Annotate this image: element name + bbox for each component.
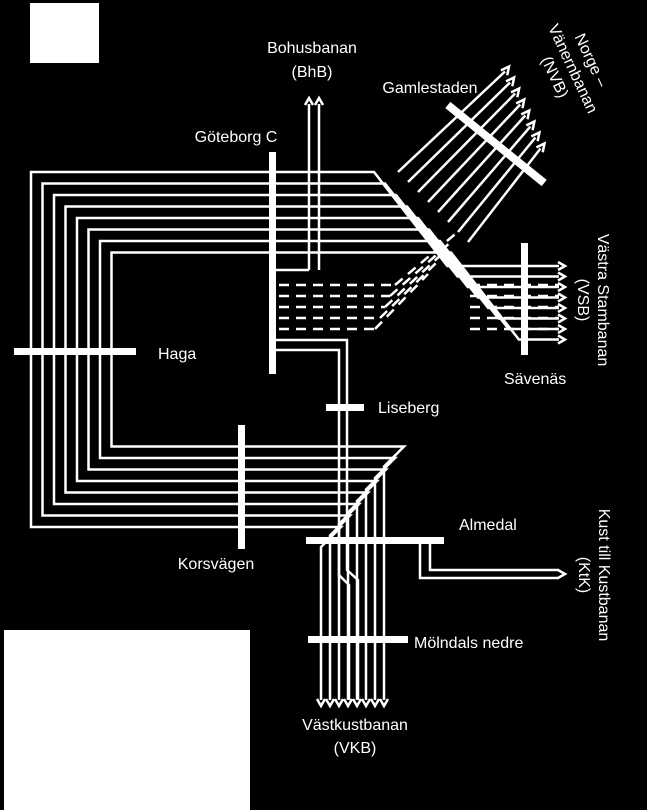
track-to-norge-vanernbanan	[417, 92, 517, 193]
arrow-vastkustbanan	[333, 698, 345, 709]
label-savenas: Sävenäs	[504, 371, 566, 388]
arrow-norge-vanernbanan	[520, 108, 532, 120]
label-bohusbanan-code: (BhB)	[292, 64, 333, 81]
arrow-norge-vanernbanan	[535, 141, 547, 153]
station-bar-savenas	[521, 243, 528, 355]
arrow-vastra-stambanan	[557, 271, 568, 282]
planned-track-segment	[389, 240, 453, 297]
track-liseberg	[276, 338, 360, 700]
track-to-norge-vanernbanan	[397, 70, 506, 173]
bottom-left-white-block	[4, 630, 250, 810]
station-bar-almedal	[306, 537, 444, 544]
arrow-norge-vanernbanan	[500, 64, 511, 76]
track-liseberg	[276, 348, 351, 700]
arrow-norge-vanernbanan	[525, 119, 537, 131]
arrow-vastra-stambanan	[557, 260, 568, 272]
label-goteborg-c: Göteborg C	[195, 129, 278, 146]
station-bar-haga	[14, 348, 136, 355]
arrow-norge-vanernbanan	[515, 97, 526, 109]
arrow-norge-vanernbanan	[530, 130, 542, 142]
label-korsvagen: Korsvägen	[178, 556, 255, 573]
label-vastkustbanan-code: (VKB)	[334, 740, 377, 757]
station-bar-gamlestaden	[445, 101, 547, 187]
arrow-vastkustbanan	[369, 698, 381, 709]
track-to-norge-vanernbanan	[427, 103, 522, 203]
arrow-vastkustbanan	[378, 698, 390, 709]
track-to-norge-vanernbanan	[447, 125, 532, 223]
label-group-vastra-stambanan: Västra Stambanan (VSB)	[574, 234, 611, 367]
planned-track-segments	[279, 229, 559, 331]
station-bar-liseberg	[326, 404, 364, 411]
label-almedal: Almedal	[459, 517, 517, 534]
planned-track-segment	[384, 251, 445, 308]
track-to-kust-till-kustbanan	[418, 540, 559, 580]
arrow-vastra-stambanan	[557, 302, 568, 314]
track-to-kust-till-kustbanan	[428, 540, 559, 572]
track-to-norge-vanernbanan	[437, 114, 527, 213]
label-liseberg: Liseberg	[378, 400, 439, 417]
arrow-norge-vanernbanan	[505, 75, 516, 87]
planned-track-segment	[394, 229, 461, 286]
arrow-vastra-stambanan	[557, 281, 568, 293]
planned-track-segment	[379, 262, 437, 319]
label-molndals-nedre: Mölndals nedre	[414, 635, 524, 652]
arrow-vastkustbanan	[360, 698, 372, 709]
arrow-bohusbanan	[303, 95, 315, 106]
arrow-vastkustbanan	[351, 698, 363, 709]
station-markers	[14, 101, 547, 643]
label-gamlestaden: Gamlestaden	[382, 80, 477, 97]
label-kust-till-kustbanan: Kust till Kustbanan	[595, 509, 612, 642]
label-kust-till-kustbanan-code: (KtK)	[575, 557, 592, 593]
label-vastra-stambanan: Västra Stambanan	[594, 234, 611, 367]
track-to-norge-vanernbanan	[467, 147, 542, 243]
top-left-white-block	[30, 3, 99, 63]
track-to-norge-vanernbanan	[457, 136, 537, 233]
arrow-vastra-stambanan	[557, 323, 568, 335]
track-to-norge-vanernbanan	[407, 81, 511, 183]
arrow-kust-till-kustbanan	[557, 568, 568, 580]
arrow-norge-vanernbanan	[510, 86, 521, 98]
arrow-vastkustbanan	[342, 698, 354, 709]
arrow-vastra-stambanan	[557, 313, 568, 324]
arrow-vastkustbanan	[324, 698, 336, 709]
arrow-vastra-stambanan	[557, 292, 568, 303]
label-vastra-stambanan-code: (VSB)	[574, 279, 591, 322]
station-bar-korsvagen	[238, 425, 245, 549]
arrow-vastra-stambanan	[557, 334, 568, 345]
station-bar-molndals-nedre	[308, 636, 408, 643]
track-end-arrows	[303, 64, 568, 709]
planned-track-segment	[374, 273, 429, 330]
station-bar-goteborg-c	[269, 152, 276, 374]
arrow-bohusbanan	[313, 95, 325, 106]
label-haga: Haga	[158, 346, 196, 363]
label-vastkustbanan: Västkustbanan	[302, 717, 408, 734]
arrow-vastkustbanan	[315, 698, 327, 709]
label-bohusbanan: Bohusbanan	[267, 40, 357, 57]
label-group-kust-till-kustbanan: Kust till Kustbanan (KtK)	[575, 509, 612, 642]
